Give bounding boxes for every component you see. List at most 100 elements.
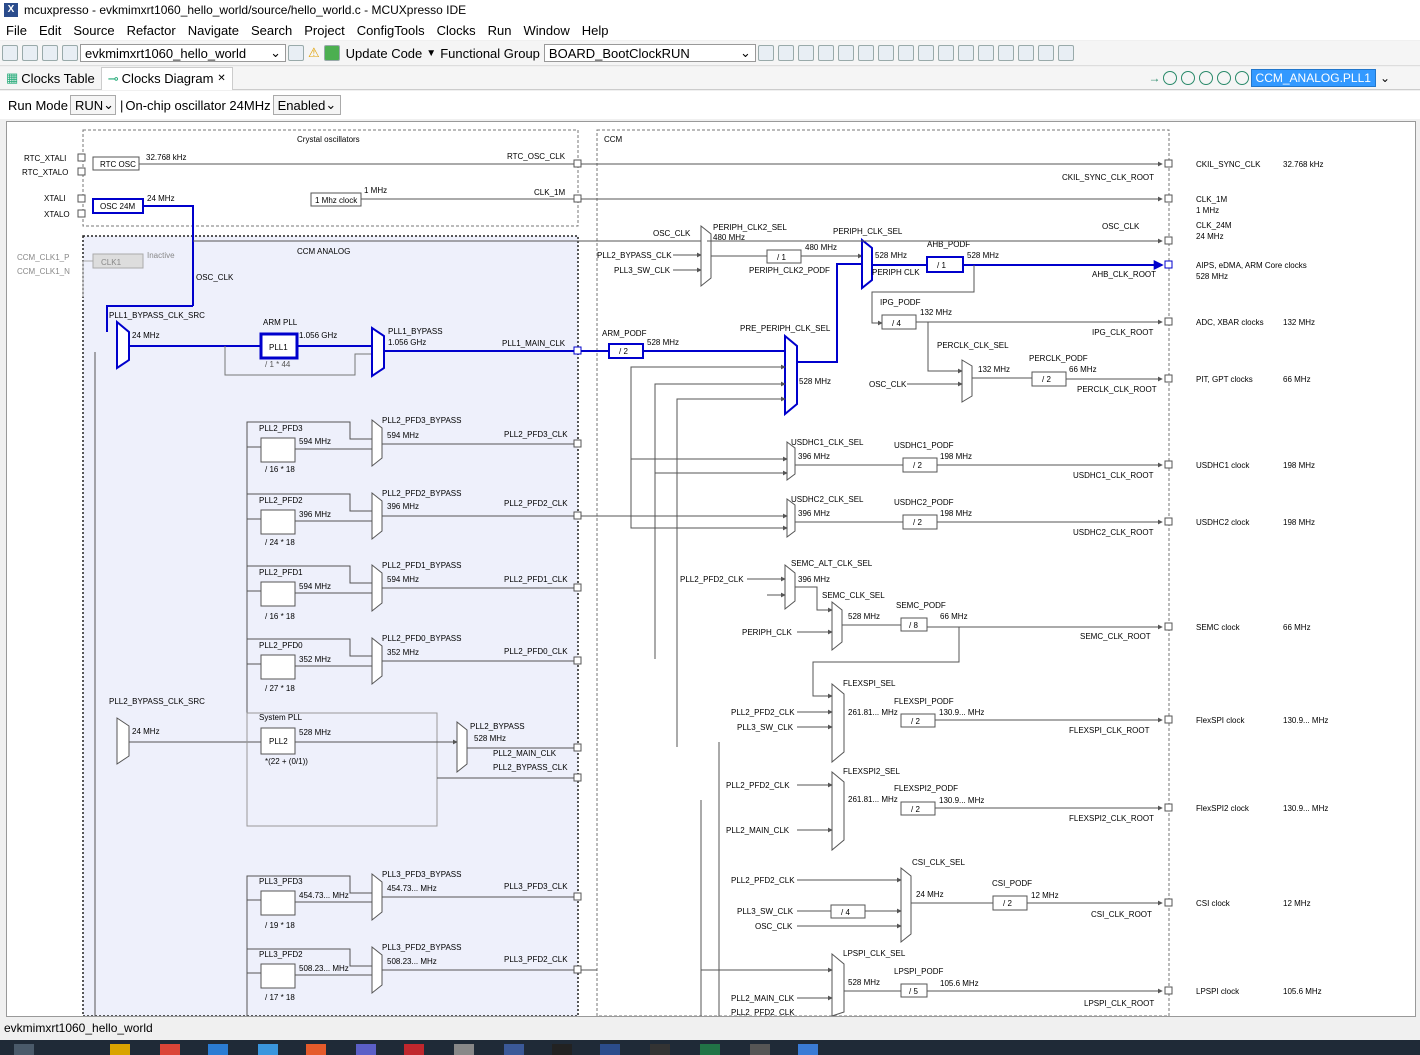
update-code-button[interactable]: Update Code <box>346 46 423 61</box>
run-icon[interactable] <box>858 45 874 61</box>
pll3-pfd2-block[interactable] <box>261 964 295 988</box>
pll3-pfd2-bypass-mux[interactable] <box>372 947 382 993</box>
perclk-sel-freq: 132 MHz <box>978 365 1010 374</box>
explorer-icon[interactable] <box>110 1044 130 1055</box>
chrome-icon[interactable] <box>160 1044 180 1055</box>
menu-file[interactable]: File <box>0 23 33 38</box>
app6-icon[interactable] <box>798 1044 818 1055</box>
flexspi2-sel-mux[interactable] <box>832 772 844 850</box>
terminal-icon[interactable] <box>998 45 1014 61</box>
menu-clocks[interactable]: Clocks <box>431 23 482 38</box>
edge-icon[interactable] <box>258 1044 278 1055</box>
chevron-down-icon[interactable]: ⌄ <box>1380 71 1390 85</box>
app3-icon[interactable] <box>454 1044 474 1055</box>
new-icon[interactable] <box>2 45 18 61</box>
pll2-pfd1-bypass-mux[interactable] <box>372 565 382 611</box>
clocks-icon[interactable] <box>918 45 934 61</box>
menu-edit[interactable]: Edit <box>33 23 67 38</box>
external-icon[interactable] <box>1058 45 1074 61</box>
export-image-icon[interactable] <box>1235 71 1249 85</box>
port-box <box>1165 518 1172 525</box>
pll2-pfd2-bypass-mux[interactable] <box>372 493 382 539</box>
menu-window[interactable]: Window <box>518 23 576 38</box>
pll3-pfd3-bypass-mux[interactable] <box>372 874 382 920</box>
back-icon[interactable] <box>1018 45 1034 61</box>
save-all-icon[interactable] <box>42 45 58 61</box>
pll2-bypass-src-mux[interactable] <box>117 718 129 764</box>
pll2-pfd3-bypass-mux[interactable] <box>372 420 382 466</box>
forward-icon[interactable] <box>1038 45 1054 61</box>
element-select[interactable]: CCM_ANALOG.PLL1 <box>1251 69 1376 87</box>
menu-refactor[interactable]: Refactor <box>121 23 182 38</box>
undo-icon[interactable] <box>798 45 814 61</box>
tab-clocks-table[interactable]: ▦Clocks Table <box>0 67 101 89</box>
semc-alt-clk-sel-mux[interactable] <box>785 565 795 609</box>
menu-configtools[interactable]: ConfigTools <box>351 23 431 38</box>
home-icon[interactable] <box>288 45 304 61</box>
run-mode-select[interactable]: RUN⌄ <box>70 95 116 115</box>
excel-icon[interactable] <box>700 1044 720 1055</box>
update-code-dropdown-icon[interactable]: ▼ <box>426 48 436 59</box>
export-icon[interactable] <box>778 45 794 61</box>
pll2-bypass-clk-label: PLL2_BYPASS_CLK <box>493 763 568 772</box>
perclk-clk-sel-mux[interactable] <box>962 360 972 402</box>
usdhc1-clk-sel-mux[interactable] <box>787 442 795 480</box>
tab-clocks-diagram[interactable]: ⊸Clocks Diagram✕ <box>101 67 233 90</box>
pll2-pfd1-block[interactable] <box>261 582 295 606</box>
periph-clk2-sel-mux[interactable] <box>701 226 711 286</box>
pll2-pfd0-bypass-mux[interactable] <box>372 638 382 684</box>
lpspi-clk-sel-mux[interactable] <box>832 954 844 1016</box>
menu-search[interactable]: Search <box>245 23 298 38</box>
save-icon[interactable] <box>22 45 38 61</box>
zoom-fit-icon[interactable] <box>1199 71 1213 85</box>
bug-icon[interactable] <box>838 45 854 61</box>
peripherals-icon[interactable] <box>938 45 954 61</box>
usdhc2-clk-sel-mux[interactable] <box>787 499 795 537</box>
pre-periph-clk-sel-mux[interactable] <box>785 336 797 414</box>
arrow-right-icon[interactable]: → <box>1149 71 1161 85</box>
debug-icon[interactable] <box>958 45 974 61</box>
semc-clk-sel-mux[interactable] <box>832 602 842 650</box>
close-icon[interactable]: ✕ <box>217 73 225 84</box>
calculator-icon[interactable] <box>750 1044 770 1055</box>
start-icon[interactable] <box>14 1044 34 1055</box>
perclk-podf-div: / 2 <box>1042 375 1051 384</box>
clocks-diagram-canvas[interactable]: Crystal oscillators CCM ANALOG CCM RTC_X… <box>6 121 1416 1017</box>
app2-icon[interactable] <box>404 1044 424 1055</box>
menu-navigate[interactable]: Navigate <box>182 23 245 38</box>
pll3-pfd3-block[interactable] <box>261 891 295 915</box>
pll1-bypass-mux[interactable] <box>372 328 384 376</box>
outlook-icon[interactable] <box>208 1044 228 1055</box>
pll2-pfd2-block[interactable] <box>261 510 295 534</box>
menu-run[interactable]: Run <box>482 23 518 38</box>
menu-help[interactable]: Help <box>576 23 615 38</box>
menu-project[interactable]: Project <box>298 23 350 38</box>
csi-clk-sel-mux[interactable] <box>901 868 911 942</box>
app5-icon[interactable] <box>650 1044 670 1055</box>
warning-icon[interactable]: ⚠ <box>308 45 320 61</box>
pll2-pfd0-block[interactable] <box>261 655 295 679</box>
app4-icon[interactable] <box>504 1044 524 1055</box>
flexspi-sel-mux[interactable] <box>832 684 844 762</box>
menu-source[interactable]: Source <box>67 23 120 38</box>
periph-clk-sel-mux[interactable] <box>862 240 872 288</box>
app-icon[interactable] <box>306 1044 326 1055</box>
pins-icon[interactable] <box>898 45 914 61</box>
pll2-pfd3-block[interactable] <box>261 438 295 462</box>
project-select[interactable]: evkmimxrt1060_hello_world⌄ <box>80 44 286 62</box>
mcuxpresso-taskbar-icon[interactable] <box>600 1044 620 1055</box>
zoom-reset-icon[interactable] <box>1217 71 1231 85</box>
project-icon[interactable] <box>62 45 78 61</box>
output-clock-name: CKIL_SYNC_CLK <box>1196 160 1261 169</box>
zoom-in-icon[interactable] <box>1163 71 1177 85</box>
validate-icon[interactable] <box>758 45 774 61</box>
teams-icon[interactable] <box>356 1044 376 1055</box>
tools-icon[interactable] <box>878 45 894 61</box>
terminal-taskbar-icon[interactable] <box>552 1044 572 1055</box>
oscillator-select[interactable]: Enabled⌄ <box>273 95 341 115</box>
functional-group-select[interactable]: BOARD_BootClockRUN⌄ <box>544 44 756 62</box>
redo-icon[interactable] <box>818 45 834 61</box>
pll2-bypass-mux[interactable] <box>457 722 467 772</box>
zoom-out-icon[interactable] <box>1181 71 1195 85</box>
step-icon[interactable] <box>978 45 994 61</box>
